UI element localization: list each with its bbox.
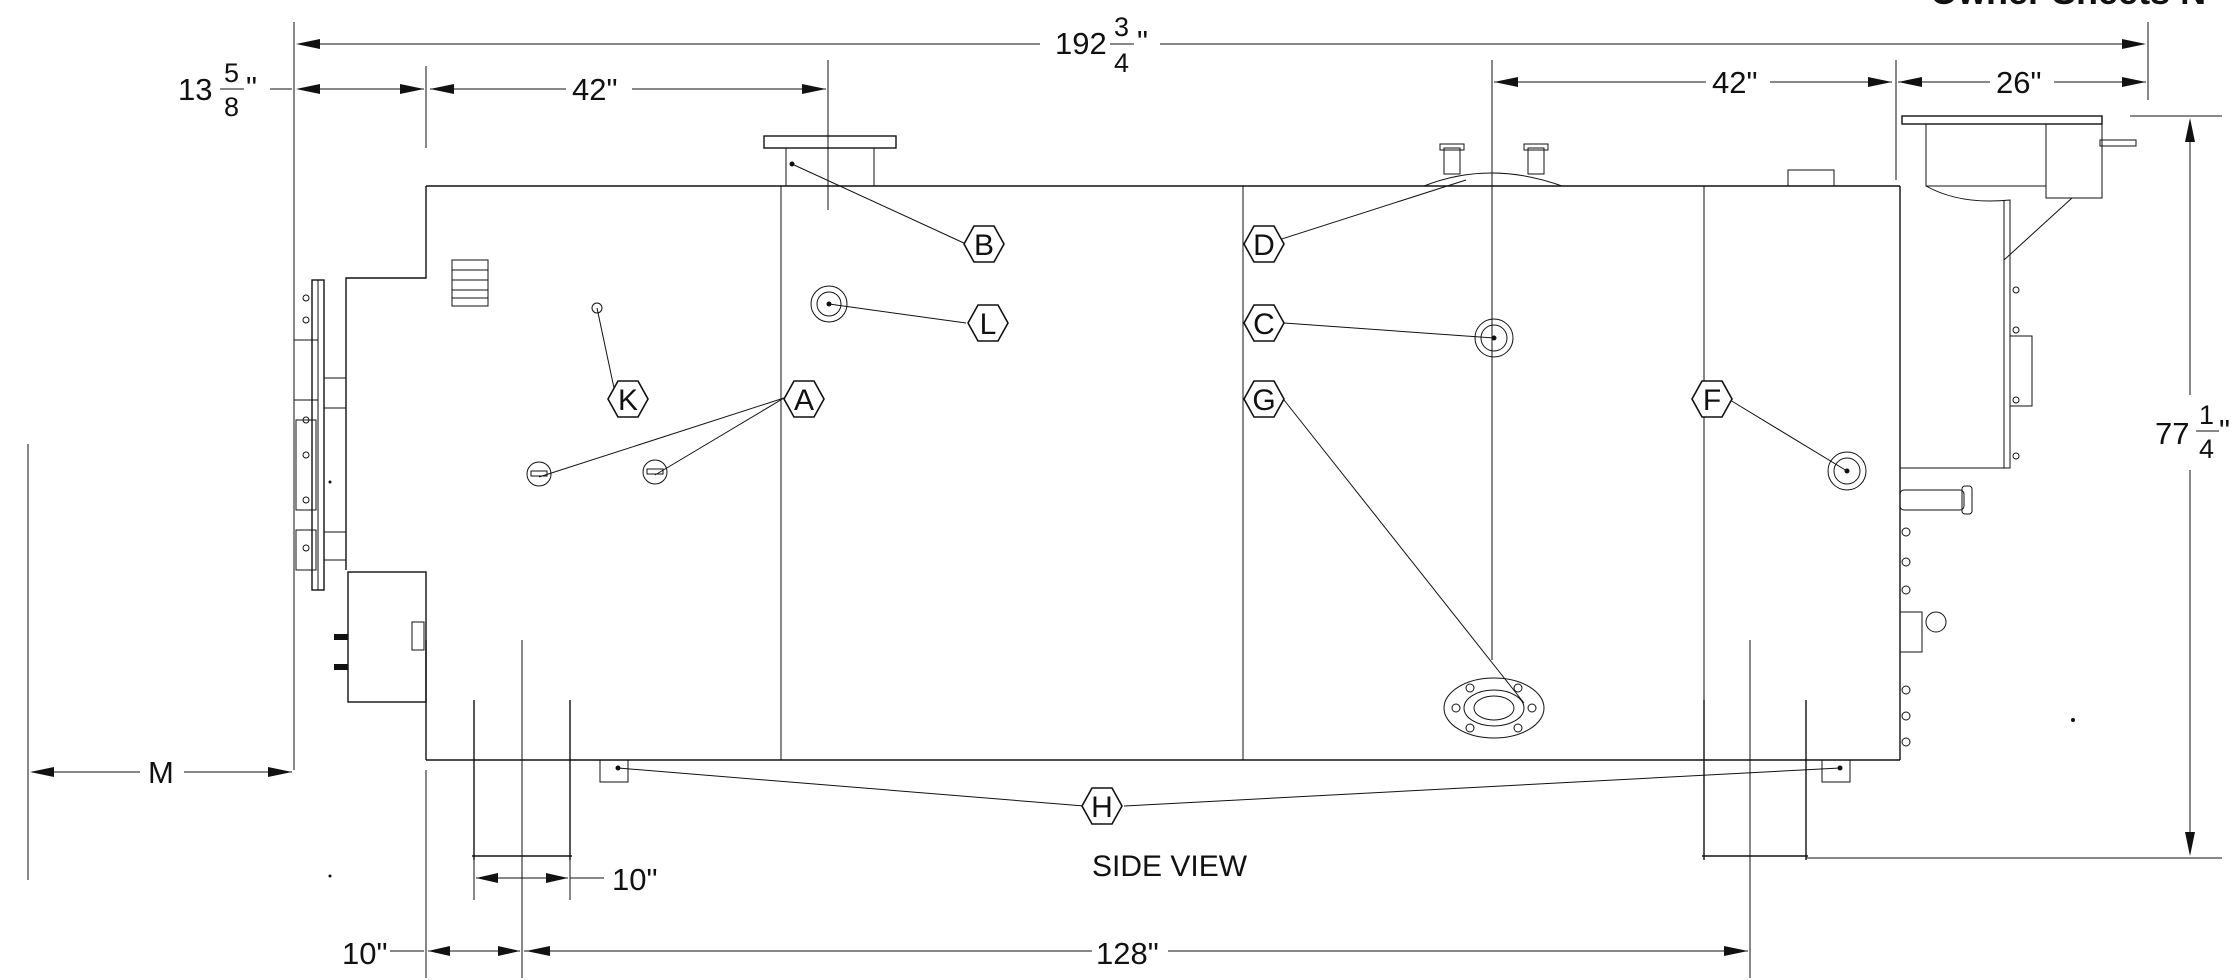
dim-m-label: M (148, 755, 174, 790)
callout-l: L (967, 304, 1009, 342)
dimension-left-42: 42" (430, 60, 829, 210)
dim-left-offset-num: 5 (224, 58, 239, 88)
top-fittings (1423, 143, 1563, 187)
dim-left-42-label: 42" (572, 72, 618, 107)
dim-left-offset-whole: 13 (178, 72, 212, 107)
dimension-m: M (27, 444, 292, 880)
callout-g: G (1243, 380, 1285, 418)
dim-height-whole: 77 (2155, 416, 2189, 451)
callout-b-label: B (974, 229, 994, 262)
callout-c: C (1243, 304, 1285, 342)
ports (526, 285, 1867, 491)
dim-height-den: 4 (2199, 434, 2214, 464)
callout-h-label: H (1091, 791, 1113, 824)
callout-l-label: L (980, 308, 997, 341)
callout-g-label: G (1252, 384, 1275, 417)
leader-lines (328, 163, 2075, 878)
left-control-panel (293, 279, 347, 591)
dim-overall-den: 4 (1114, 48, 1129, 78)
dimension-leg-width: 10" (473, 860, 658, 900)
callout-h: H (1081, 787, 1123, 825)
dim-height-unit: " (2219, 413, 2230, 448)
dim-leg-width-label: 10" (612, 862, 658, 897)
callout-f-label: F (1703, 384, 1721, 417)
right-leg (1702, 640, 1808, 900)
view-title: SIDE VIEW (1092, 850, 1248, 883)
callout-d: D (1243, 225, 1285, 263)
callout-a: A (783, 380, 825, 418)
dim-left-offset-unit: " (246, 70, 257, 105)
callout-c-label: C (1253, 308, 1275, 341)
dimension-overall-length: 192 3 4 " (293, 12, 2149, 770)
dim-leg-span-label: 128" (1096, 936, 1159, 971)
dim-left-offset-den: 8 (224, 92, 239, 122)
top-flange-nozzle (763, 135, 897, 187)
dimension-leg-offset: 10" (342, 640, 523, 978)
dim-overall-unit: " (1137, 24, 1148, 59)
dim-right-26-label: 26" (1996, 65, 2042, 100)
vent-grille (451, 259, 489, 307)
callout-k: K (607, 380, 649, 418)
bottom-flange (1443, 677, 1545, 739)
callout-a-label: A (794, 384, 814, 417)
lower-left-box (334, 571, 427, 703)
callout-k-label: K (618, 384, 638, 417)
header-text: Owner Sheets N (1930, 0, 2206, 12)
dim-overall-num: 3 (1114, 12, 1129, 42)
dim-height-num: 1 (2199, 400, 2214, 430)
top-small-box (1787, 169, 1835, 187)
left-leg (472, 640, 572, 900)
left-foot (599, 759, 629, 783)
dimension-left-offset: 13 5 8 " (178, 58, 427, 148)
callout-b: B (963, 225, 1005, 263)
right-equipment (1899, 115, 2137, 747)
dim-overall-whole: 192 (1055, 26, 1107, 61)
dim-leg-offset-label: 10" (342, 936, 388, 971)
tank-body (345, 185, 1901, 761)
right-foot (1821, 759, 1851, 783)
dimension-right-42: 42" (1491, 60, 1897, 660)
dimension-leg-span: 128" (524, 640, 1751, 978)
callout-d-label: D (1253, 229, 1275, 262)
dimension-height: 77 1 4 " (1806, 115, 2230, 859)
dim-right-42-label: 42" (1712, 65, 1758, 100)
dimension-right-26: 26" (1898, 65, 2146, 100)
callout-f: F (1691, 380, 1733, 418)
